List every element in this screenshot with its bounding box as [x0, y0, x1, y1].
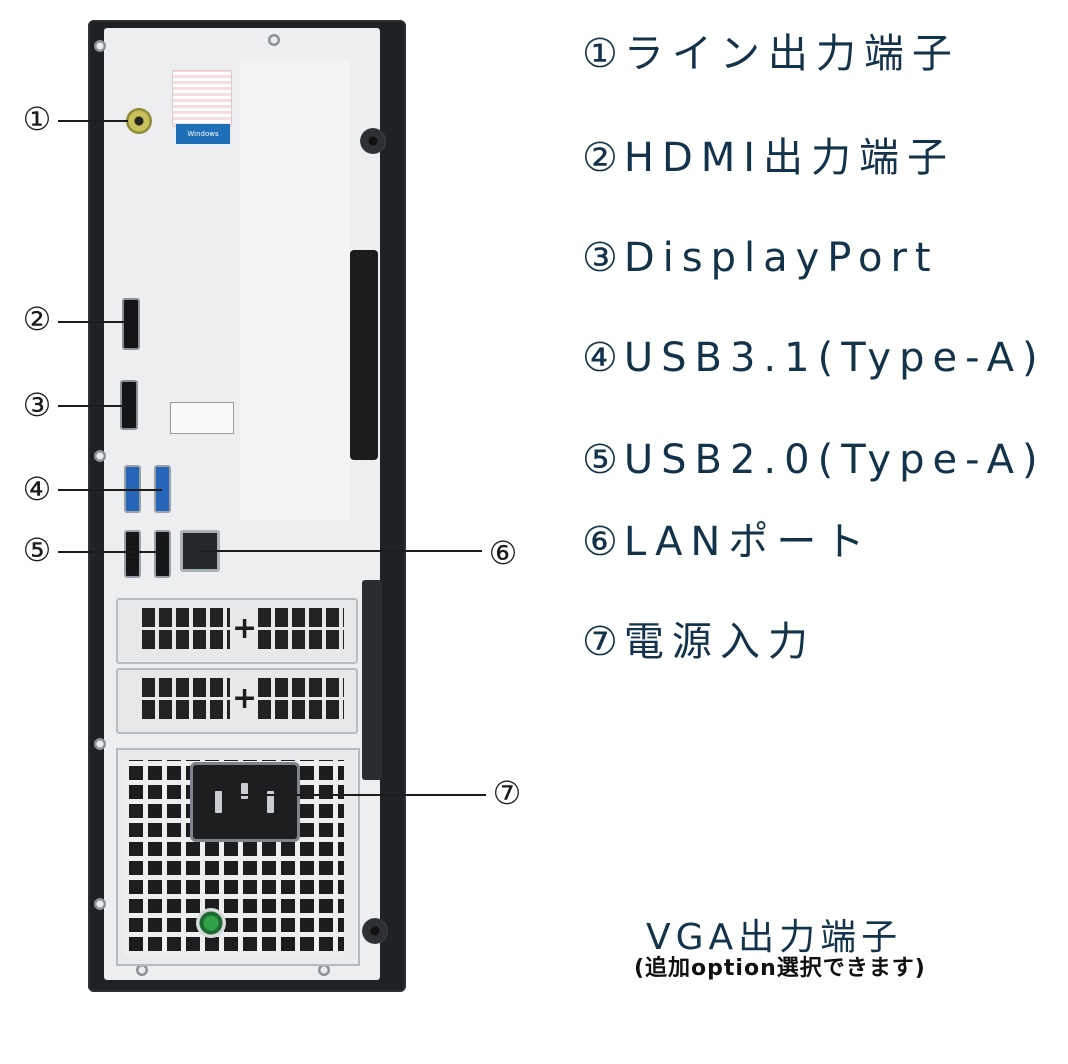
callout-4: ④: [22, 470, 52, 508]
thumb-screw-icon: [362, 918, 388, 944]
vga-option-note: (追加option選択できます): [634, 956, 926, 981]
expansion-slot-cover: +: [116, 598, 358, 664]
screw-icon: [318, 964, 330, 976]
leader-line-3: [58, 405, 126, 407]
expansion-slot-cover: +: [116, 668, 358, 734]
side-handle: [350, 250, 378, 460]
vga-option-title: VGA出力端子: [646, 917, 903, 958]
callout-7: ⑦: [492, 774, 522, 812]
callout-6: ⑥: [488, 534, 518, 572]
callout-5: ⑤: [22, 531, 52, 569]
usb2-port: [154, 530, 171, 578]
callout-1: ①: [22, 100, 52, 138]
psu-test-button: [196, 908, 226, 938]
leader-line-1: [58, 120, 128, 122]
leader-line-2: [58, 321, 126, 323]
leader-line-5: [58, 551, 162, 553]
windows-badge: Windows: [176, 124, 230, 144]
line-out-jack: [126, 108, 152, 134]
leader-line-6: [200, 550, 482, 552]
callout-3: ③: [22, 386, 52, 424]
leader-line-4: [58, 489, 162, 491]
hdmi-port: [122, 298, 140, 350]
ac-power-inlet: [190, 762, 300, 842]
screw-icon: [94, 40, 106, 52]
thumb-screw-icon: [360, 128, 386, 154]
screw-icon: [94, 898, 106, 910]
service-tag-sticker: [170, 402, 234, 434]
callout-2: ②: [22, 300, 52, 338]
usb2-port: [124, 530, 141, 578]
screw-icon: [268, 34, 280, 46]
leader-line-7: [240, 794, 486, 796]
regulatory-label: [172, 70, 232, 127]
screw-icon: [136, 964, 148, 976]
screw-icon: [94, 450, 106, 462]
side-latch: [362, 580, 382, 780]
ventilation-grille-pattern: [240, 60, 350, 520]
screw-icon: [94, 738, 106, 750]
